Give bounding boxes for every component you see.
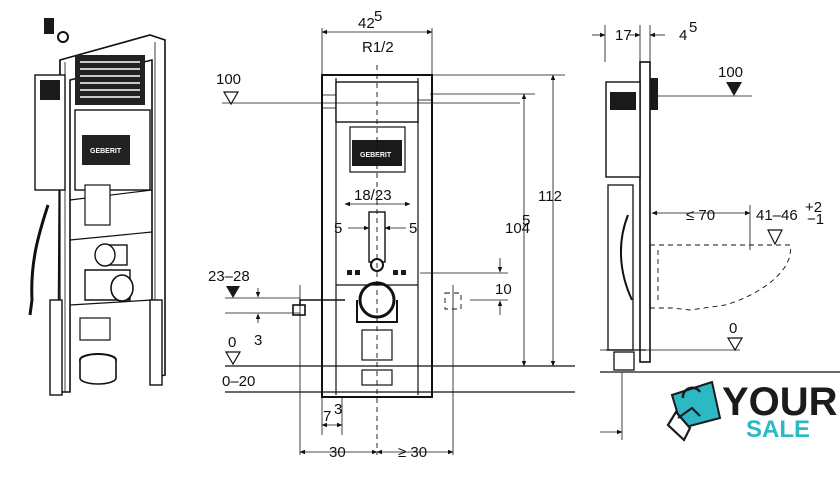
floor-range-label: 0–20 [222,373,255,390]
bowl-tol-plus: +2 [805,199,822,216]
front-view: GEBERIT [208,8,575,461]
bowl-tol-minus: −1 [807,211,824,228]
side-height-label: 23–28 [208,268,250,285]
thread-label: R1/2 [362,39,394,56]
small-gap-label: 3 [254,332,262,349]
side-view: 17 4 5 100 ≤ 70 41–46 +2 −1 0 [592,19,840,440]
flush-pipe-range-label: 18/23 [354,187,392,204]
bottom-offset-label: 7 [323,408,331,425]
front-floor-level-label: 0 [228,334,236,351]
brand-word-your: YOUR [722,380,838,424]
dist-left-label: 30 [329,444,346,461]
dist-right-label: ≥ 30 [398,444,427,461]
side-depth-small-sup: 5 [689,19,697,36]
bottom-offset-sup: 3 [334,401,342,418]
height-total-label: 112 [538,188,562,205]
front-width-label: 42 [358,15,375,32]
brand-word-sale: SALE [746,416,810,443]
valve-connector-icon [44,18,69,43]
side-ref-level-label: 100 [718,64,743,81]
bowl-distance-label: ≤ 70 [686,207,715,224]
side-depth-label: 17 [615,27,632,44]
brand-logo: YOUR SALE [666,380,838,443]
svg-text:GEBERIT: GEBERIT [90,148,122,155]
height-inner-label: 104 [505,220,530,237]
svg-text:GEBERIT: GEBERIT [360,152,392,159]
front-ref-level-label: 100 [216,71,241,88]
shopping-bag-icon [666,380,722,442]
offset-right-label: 5 [409,220,417,237]
right-height-label: 10 [495,281,512,298]
offset-left-label: 5 [334,220,342,237]
side-depth-small-label: 4 [679,27,687,44]
bowl-height-label: 41–46 [756,207,798,224]
height-inner-sup: 5 [522,212,530,229]
front-width-sup: 5 [374,8,382,25]
side-floor-level-label: 0 [729,320,737,337]
isometric-frame-view: GEBERIT [28,18,166,396]
